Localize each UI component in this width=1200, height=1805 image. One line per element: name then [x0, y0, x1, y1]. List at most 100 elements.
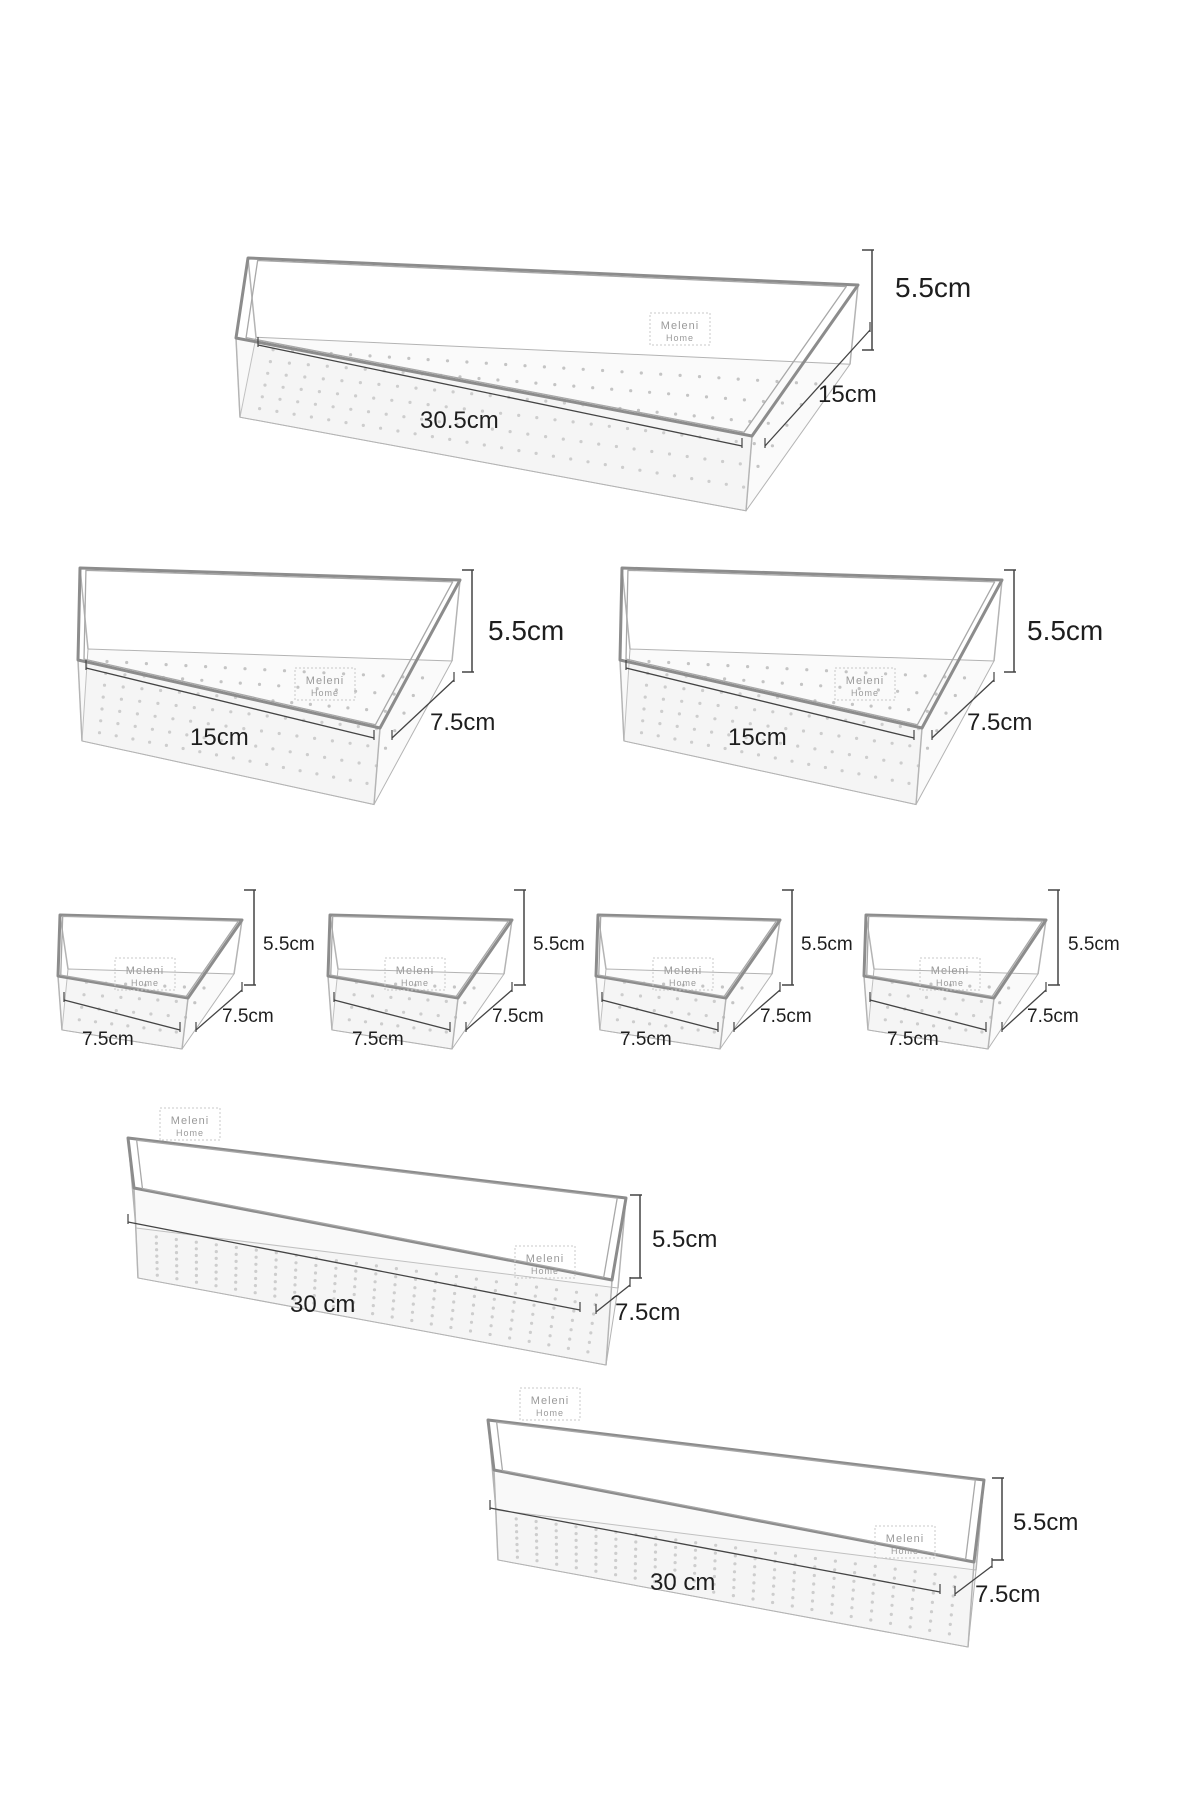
length-label-3: 15cm [728, 724, 787, 751]
tray-edge [865, 914, 875, 970]
depth-label-5: 7.5cm [492, 1006, 544, 1027]
depth-dimension-line [733, 989, 781, 1031]
tray-rim-inner [866, 915, 1044, 998]
watermark-sub: Home [531, 1266, 559, 1276]
length-label-8: 30 cm [290, 1291, 355, 1318]
depth-label-9: 7.5cm [975, 1581, 1040, 1608]
length-label-7: 7.5cm [887, 1029, 939, 1050]
watermark-brand: Meleni [531, 1395, 569, 1407]
tray-rim-outer [618, 566, 1004, 730]
tray-floor-dots [97, 659, 425, 786]
height-label-7: 5.5cm [1068, 934, 1120, 955]
watermark-sub: Home [936, 978, 964, 988]
watermark-brand: Meleni [931, 965, 969, 977]
watermark-sub: Home [669, 978, 697, 988]
depth-dimension-line [391, 679, 455, 739]
watermark-sub: Home [401, 978, 429, 988]
depth-dimension-line [595, 1284, 631, 1313]
depth-label-4: 7.5cm [222, 1006, 274, 1027]
tray-rim-inner [330, 915, 509, 998]
tray-rim-outer [486, 1418, 986, 1564]
length-label-9: 30 cm [650, 1569, 715, 1596]
watermark-sub: Home [536, 1408, 564, 1418]
height-label-1: 5.5cm [895, 272, 971, 303]
length-label-5: 7.5cm [352, 1029, 404, 1050]
watermark-sub: Home [851, 688, 879, 698]
tray-rim-inner [245, 259, 847, 433]
tray-front-wall [133, 1187, 613, 1366]
depth-label-7: 7.5cm [1027, 1006, 1079, 1027]
tray-rim-outer [56, 913, 244, 1000]
tray-floor-dots [347, 980, 476, 1034]
tray-edge [621, 567, 631, 650]
length-label-6: 7.5cm [620, 1029, 672, 1050]
length-label-1: 30.5cm [420, 407, 499, 434]
watermark-brand: Meleni [126, 965, 164, 977]
tray-rim-outer [234, 256, 860, 438]
depth-label-1: 15cm [818, 381, 877, 408]
tray-edge [451, 579, 461, 662]
watermark-brand: Meleni [846, 675, 884, 687]
depth-label-8: 7.5cm [615, 1299, 680, 1326]
tray-rim-inner [625, 569, 996, 726]
watermark-brand: Meleni [526, 1253, 564, 1265]
length-dimension-line [489, 1507, 941, 1593]
depth-label-2: 7.5cm [430, 709, 495, 736]
length-label-4: 7.5cm [82, 1029, 134, 1050]
tray-rim-inner [598, 915, 777, 998]
dimension-lines-7 [869, 889, 1060, 1032]
length-dimension-line [85, 667, 375, 739]
depth-dimension-line [954, 1565, 993, 1595]
watermark-sub: Home [131, 978, 159, 988]
tray-rim-inner [60, 915, 239, 998]
tray-edge [59, 914, 69, 970]
watermark-brand: Meleni [886, 1533, 924, 1545]
watermark-sub: Home [176, 1128, 204, 1138]
watermark-sub: Home [666, 333, 694, 343]
depth-label-3: 7.5cm [967, 709, 1032, 736]
tray-floor-dots [639, 659, 967, 786]
length-dimension-line [333, 999, 451, 1031]
height-label-6: 5.5cm [801, 934, 853, 955]
length-label-2: 15cm [190, 724, 249, 751]
tray-floor-dots [258, 348, 818, 489]
tray-floor-dots [154, 1235, 599, 1354]
tray-rim-outer [126, 1136, 628, 1282]
height-label-8: 5.5cm [652, 1226, 717, 1253]
tray-rim-inner [495, 1421, 976, 1560]
length-dimension-line [63, 999, 181, 1031]
watermark-brand: Meleni [171, 1115, 209, 1127]
length-dimension-line [625, 667, 915, 739]
dimension-lines-1 [257, 249, 874, 448]
watermark-brand: Meleni [664, 965, 702, 977]
tray-edge [771, 919, 781, 975]
dimension-lines-8 [127, 1194, 642, 1314]
tray-floor-dots [514, 1517, 957, 1636]
tray-edge [1037, 919, 1047, 975]
tray-edge [503, 919, 513, 975]
tray-rim-outer [326, 913, 514, 1000]
height-label-2: 5.5cm [488, 615, 564, 646]
height-label-4: 5.5cm [263, 934, 315, 955]
tray-edge [329, 914, 339, 970]
tray-edge [597, 914, 607, 970]
watermark-brand: Meleni [306, 675, 344, 687]
tray-edge [79, 567, 89, 650]
height-label-5: 5.5cm [533, 934, 585, 955]
watermark-sub: Home [891, 1546, 919, 1556]
